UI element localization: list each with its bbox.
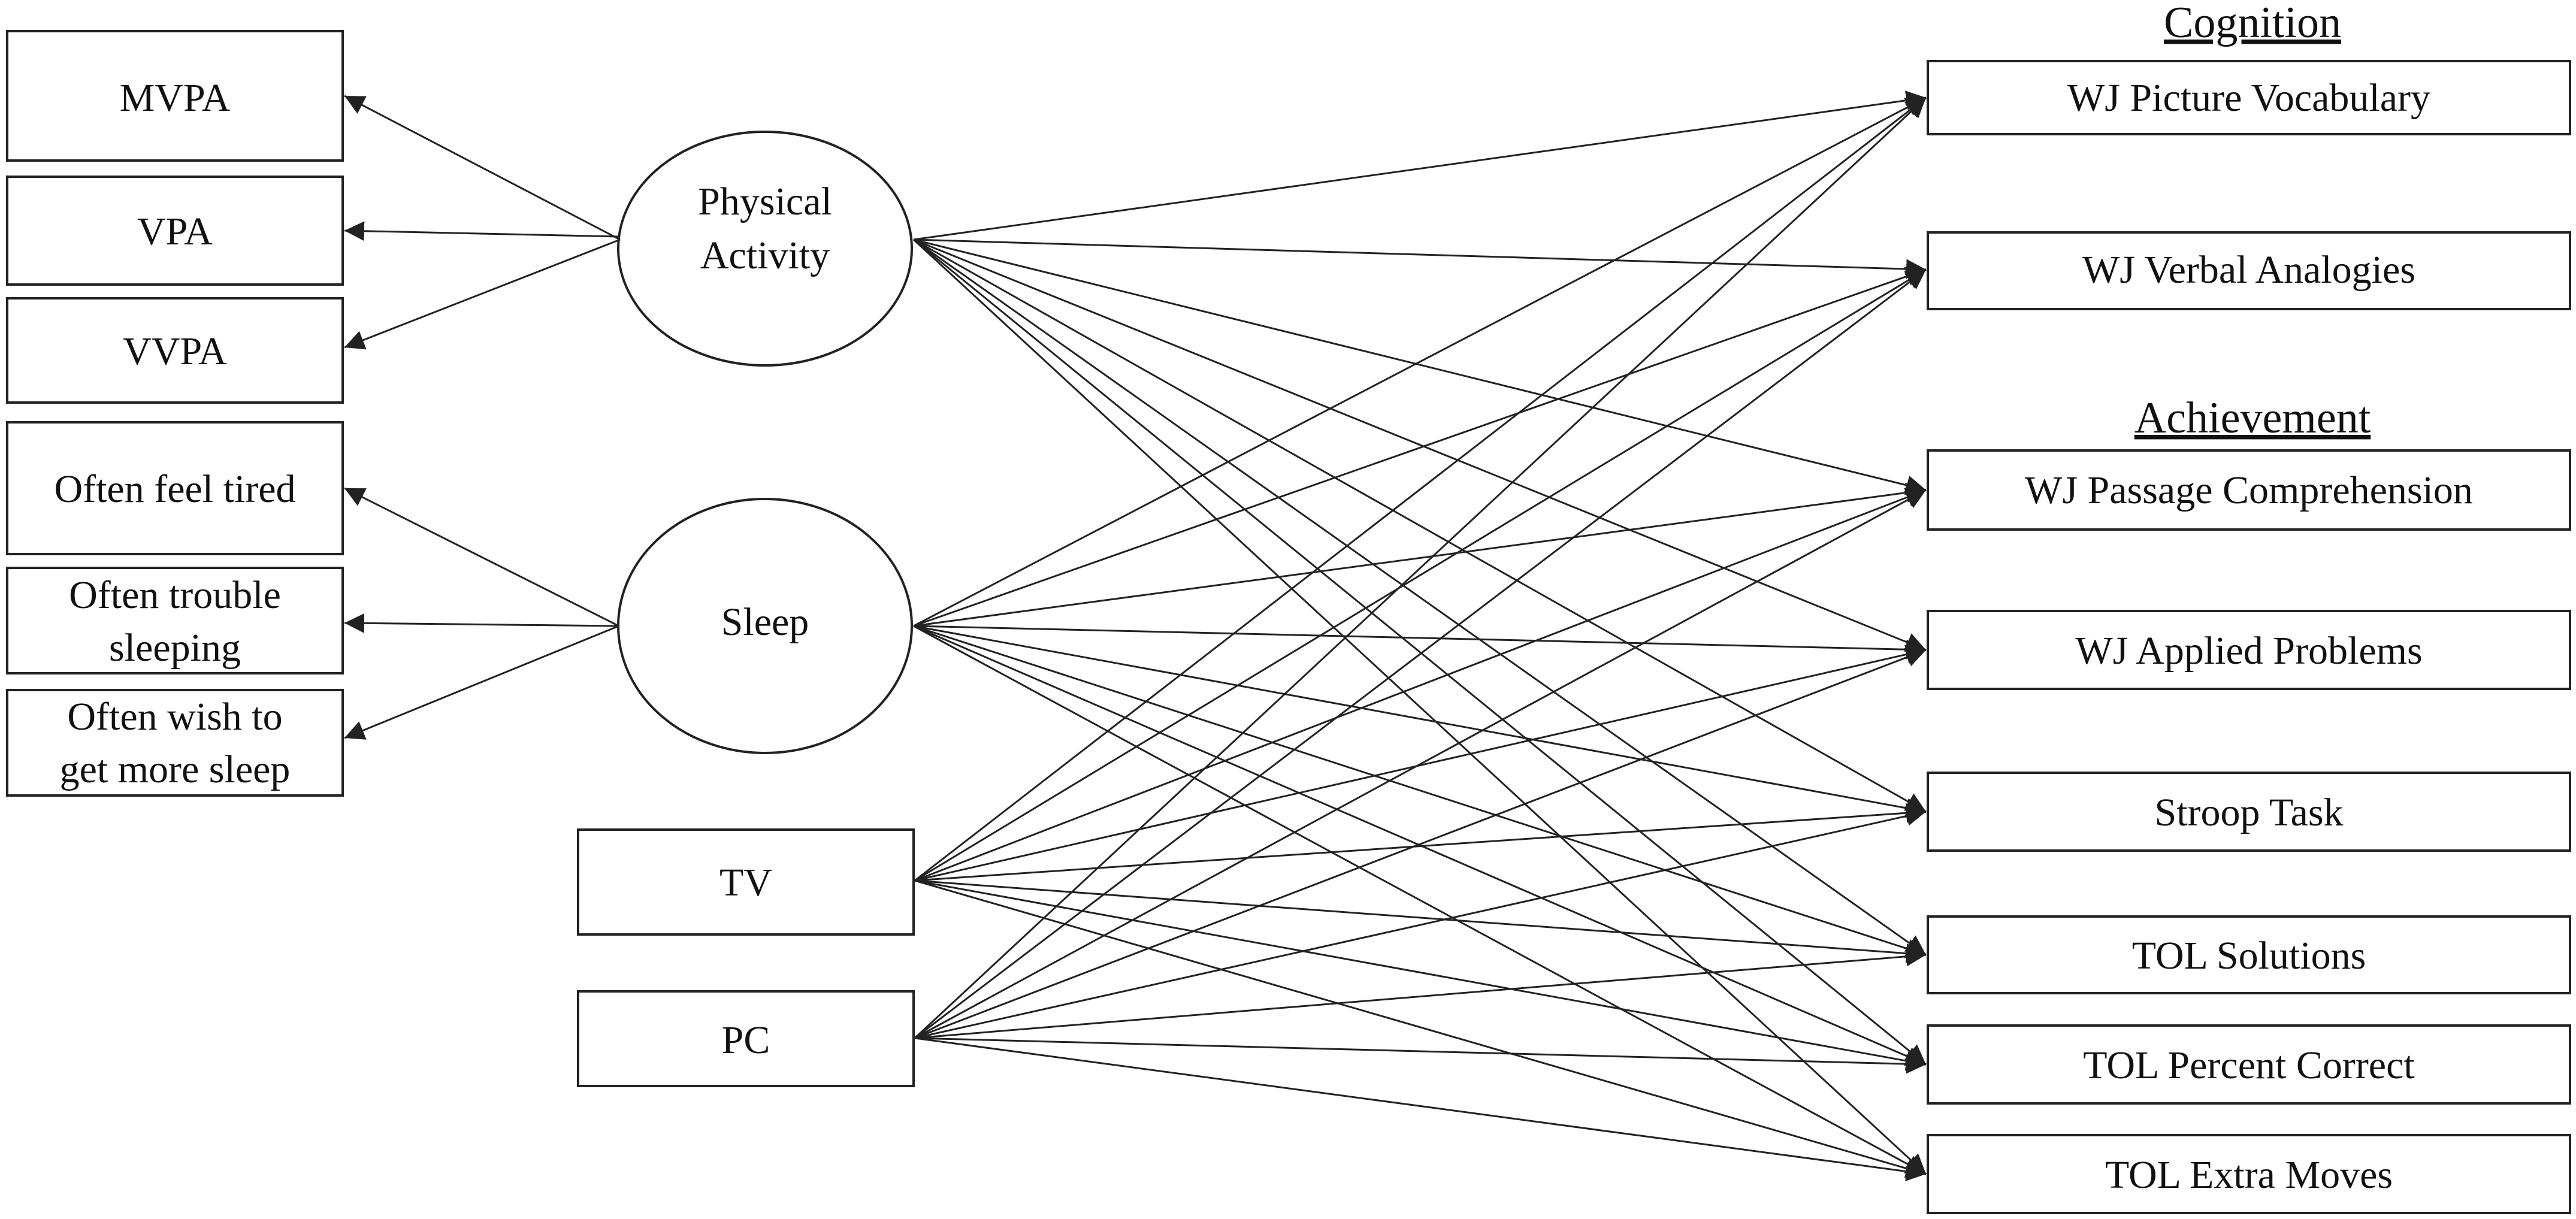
indicator-vpa: VPA [6, 176, 344, 286]
latent-physical-activity-line1: Physical [698, 180, 832, 223]
path-sleep-to-tol_percent [913, 625, 1927, 1066]
indicator-often-trouble-sleeping: Often trouble sleeping [6, 567, 344, 674]
path-pa-to-verbal_analogies [913, 238, 1927, 279]
outcome-tol-percent-correct-label: TOL Percent Correct [2083, 1043, 2414, 1087]
path-pa-to-passage_comp [913, 238, 1927, 495]
outcome-wj-applied-problems-label: WJ Applied Problems [2075, 629, 2422, 673]
outcome-stroop-task-label: Stroop Task [2154, 791, 2343, 834]
arrow-pa-vvpa [344, 238, 621, 350]
cognition-header: Cognition [2164, 0, 2341, 47]
path-sleep-to-stroop [913, 625, 1927, 818]
indicator-often-trouble-sleeping-line2: sleeping [109, 626, 241, 670]
path-sleep-to-tol_extra [913, 625, 1927, 1175]
arrow-pa-vpa [344, 221, 619, 241]
latent-physical-activity: Physical Activity [617, 131, 913, 367]
path-pc-to-applied_problems [914, 648, 1927, 1039]
path-pc-to-picture_vocab [914, 96, 1927, 1039]
measurement-arrows-sleep [344, 487, 619, 740]
path-pa-to-tol_percent [913, 238, 1927, 1066]
indicator-often-feel-tired: Often feel tired [6, 421, 344, 555]
path-pc-to-tol_solutions [914, 946, 1927, 1039]
indicator-mvpa-label: MVPA [120, 76, 231, 120]
observed-pc-label: PC [722, 1018, 770, 1062]
indicator-vpa-label: VPA [137, 210, 213, 253]
observed-tv-label: TV [719, 861, 772, 905]
outcome-tol-solutions: TOL Solutions [1927, 915, 2571, 994]
path-pa-to-stroop [913, 238, 1927, 813]
indicator-vvpa: VVPA [6, 297, 344, 404]
arrow-pa-mvpa [344, 95, 621, 241]
path-sleep-to-tol_solutions [913, 625, 1927, 958]
indicator-often-trouble-sleeping-line1: Often trouble [69, 573, 281, 617]
indicator-often-wish-more-sleep-line1: Often wish to [67, 695, 282, 739]
observed-tv: TV [577, 828, 915, 936]
path-sleep-to-verbal_analogies [913, 267, 1927, 627]
path-pa-to-tol_solutions [913, 238, 1927, 956]
path-tv-to-passage_comp [914, 488, 1927, 882]
path-sleep-to-applied_problems [913, 625, 1927, 660]
measurement-arrows-physical-activity [344, 95, 621, 350]
path-pa-to-applied_problems [913, 238, 1927, 652]
outcome-tol-extra-moves-label: TOL Extra Moves [2105, 1153, 2393, 1197]
path-pc-to-stroop [914, 806, 1927, 1039]
outcome-wj-picture-vocabulary-label: WJ Picture Vocabulary [2067, 76, 2430, 120]
path-sleep-to-passage_comp [913, 483, 1927, 627]
latent-physical-activity-line2: Activity [700, 234, 830, 277]
path-tv-to-picture_vocab [914, 96, 1927, 882]
latent-sleep-label: Sleep [721, 600, 809, 644]
arrow-sleep-trouble [344, 613, 619, 633]
outcome-wj-applied-problems: WJ Applied Problems [1927, 610, 2571, 690]
path-tv-to-stroop [914, 803, 1927, 882]
outcome-wj-passage-comprehension: WJ Passage Comprehension [1927, 449, 2571, 531]
latent-sleep: Sleep [617, 498, 913, 754]
path-pa-to-picture_vocab [913, 90, 1927, 241]
indicator-mvpa: MVPA [6, 30, 344, 162]
outcome-tol-solutions-label: TOL Solutions [2132, 934, 2366, 978]
path-sleep-to-picture_vocab [913, 96, 1927, 627]
path-tv-to-tol_percent [914, 879, 1927, 1071]
achievement-header: Achievement [2134, 394, 2371, 443]
outcome-stroop-task: Stroop Task [1927, 772, 2571, 852]
indicator-often-wish-more-sleep-line2: get more sleep [60, 748, 291, 791]
outcome-wj-picture-vocabulary: WJ Picture Vocabulary [1927, 60, 2571, 135]
arrow-sleep-tired [344, 487, 619, 627]
path-pc-to-tol_extra [914, 1037, 1927, 1181]
arrow-sleep-wish [344, 625, 619, 740]
path-tv-to-tol_solutions [914, 879, 1927, 964]
indicator-often-feel-tired-label: Often feel tired [54, 467, 295, 511]
path-tv-to-verbal_analogies [914, 268, 1927, 882]
path-tv-to-applied_problems [914, 645, 1927, 882]
path-pc-to-tol_percent [914, 1037, 1927, 1074]
path-pa-to-tol_extra [912, 238, 1927, 1175]
outcome-tol-extra-moves: TOL Extra Moves [1927, 1134, 2571, 1214]
outcome-tol-percent-correct: TOL Percent Correct [1927, 1024, 2571, 1105]
outcome-wj-passage-comprehension-label: WJ Passage Comprehension [2025, 468, 2473, 512]
indicator-vvpa-label: VVPA [123, 329, 227, 373]
observed-pc: PC [577, 990, 915, 1087]
path-tv-to-tol_extra [914, 879, 1927, 1178]
structural-paths [912, 90, 1927, 1181]
path-pc-to-verbal_analogies [914, 268, 1927, 1039]
outcome-wj-verbal-analogies-label: WJ Verbal Analogies [2082, 248, 2415, 292]
outcome-wj-verbal-analogies: WJ Verbal Analogies [1927, 231, 2571, 310]
indicator-often-wish-more-sleep: Often wish to get more sleep [6, 689, 344, 797]
path-pc-to-passage_comp [914, 489, 1927, 1039]
